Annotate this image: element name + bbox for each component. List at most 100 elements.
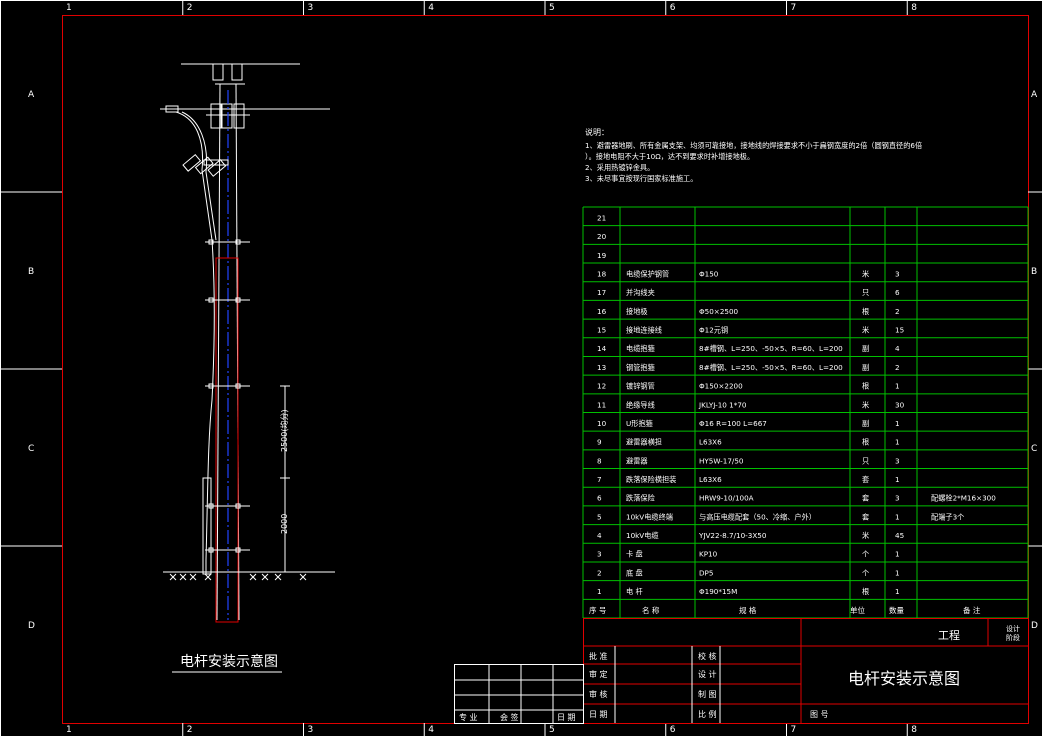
bom-cell-no: 15 — [597, 326, 606, 335]
bom-cell-no: 13 — [597, 363, 606, 372]
bom-header-no: 序 号 — [589, 605, 606, 615]
bom-cell-spec: HRW9-10/100A — [699, 494, 754, 503]
bom-cell-unit: 个 — [862, 568, 869, 577]
elevation-caption: 电杆安装示意图 — [180, 653, 278, 670]
bom-cell-name: U形抱箍 — [626, 419, 653, 428]
bom-cell-unit: 米 — [862, 531, 869, 540]
border-column-label: 6 — [670, 3, 676, 13]
border-row-label: D — [1031, 621, 1038, 631]
bom-cell-qty: 1 — [895, 419, 900, 428]
border-column-label: 8 — [911, 3, 917, 13]
border-row-label: D — [28, 621, 35, 631]
bom-cell-name: 跌落保险 — [626, 494, 656, 503]
bom-cell-no: 6 — [597, 494, 602, 503]
bom-cell-no: 17 — [597, 288, 606, 297]
border-row-label: C — [28, 444, 34, 454]
bom-row: 19 — [597, 251, 607, 260]
bom-header-remark: 备 注 — [963, 605, 981, 615]
ground-hatch — [274, 573, 282, 581]
bom-header-name: 名 称 — [642, 605, 660, 615]
drawing-number-label: 图 号 — [810, 710, 829, 719]
steel-pipe — [215, 257, 239, 623]
border-column-label: 1 — [66, 3, 72, 13]
bom-cell-qty: 1 — [895, 438, 900, 447]
bom-cell-unit: 个 — [862, 550, 869, 559]
border-column-label: 1 — [66, 725, 72, 735]
cable-terminal-icon — [165, 105, 179, 113]
ground-hatch — [299, 573, 307, 581]
bom-cell-spec: 8#槽钢、L=250、-50×5、R=60、L=200 — [699, 363, 843, 372]
bom-cell-no: 19 — [597, 251, 607, 260]
bom-cell-spec: YJV22-8.7/10-3X50 — [698, 531, 767, 540]
bom-cell-no: 16 — [597, 307, 607, 316]
bom-cell-spec: Φ150×2200 — [699, 382, 743, 391]
bom-header-qty: 数量 — [889, 605, 904, 615]
scale-label: 比 例 — [698, 709, 717, 719]
notes-line-3: 2、采用热镀锌金具。 — [585, 163, 654, 172]
bom-cell-unit: 米 — [862, 269, 869, 278]
sign-major-label: 专 业 — [459, 712, 478, 722]
bom-cell-qty: 2 — [895, 307, 900, 316]
bom-cell-qty: 3 — [895, 269, 900, 278]
pole-clamp — [205, 297, 250, 303]
design-stage-label: 设计阶段 — [1006, 624, 1020, 642]
bom-cell-no: 18 — [597, 269, 607, 278]
ground-hatch — [249, 573, 257, 581]
cable-protection-pipe — [202, 477, 212, 575]
bom-cell-name: 钢管抱箍 — [626, 363, 655, 372]
bom-cell-name: 绝缘导线 — [626, 400, 655, 409]
draw-label: 制 图 — [698, 689, 717, 699]
bom-cell-unit: 根 — [862, 438, 869, 447]
bom-cell-unit: 只 — [862, 456, 869, 465]
bom-cell-no: 5 — [597, 512, 602, 521]
project-label: 工程 — [938, 629, 960, 642]
ground-hatch — [189, 573, 197, 581]
bom-cell-unit: 副 — [862, 363, 869, 372]
bom-cell-spec: JKLYJ-10 1*70 — [698, 400, 747, 409]
bom-cell-qty: 1 — [895, 587, 900, 596]
bom-cell-qty: 1 — [895, 568, 900, 577]
bom-cell-no: 20 — [597, 232, 607, 241]
notes-heading: 说明： — [585, 127, 609, 137]
bom-header: 序 号名 称规 格单位数量备 注 — [589, 605, 981, 615]
border-row-label: B — [1031, 267, 1037, 277]
bom-cell-qty: 1 — [895, 550, 900, 559]
bom-cell-qty: 6 — [895, 288, 900, 297]
bom-cell-unit: 根 — [862, 382, 869, 391]
bom-cell-no: 3 — [597, 550, 602, 559]
title-block: 工程 设计阶段 电杆安装示意图 批 准 审 定 审 核 日 期 校 核 设 计 … — [583, 618, 1029, 724]
bom-cell-name: 电 杆 — [626, 587, 643, 596]
border-column-label: 8 — [911, 725, 917, 735]
bom-cell-unit: 米 — [862, 400, 869, 409]
audit-label: 审 核 — [589, 689, 608, 699]
bom-cell-spec: KP10 — [699, 550, 718, 559]
bom-cell-no: 14 — [597, 344, 607, 353]
border-row-label: B — [28, 267, 34, 277]
bom-cell-name: 10kV电缆终端 — [626, 512, 673, 521]
bom-cell-spec: Φ16 R=100 L=667 — [699, 419, 767, 428]
bom-cell-no: 11 — [597, 400, 606, 409]
bom-cell-name: 电缆抱箍 — [626, 344, 655, 353]
bom-row: 3 卡 盘 KP10 个 1 — [597, 550, 900, 559]
bom-cell-unit: 副 — [862, 419, 869, 428]
notes-block: 说明： 1、避雷器地刷、所有金属支架、均须可靠接地，接地线的焊接要求不小于扁钢宽… — [585, 127, 922, 183]
bom-cell-name: 电缆保护钢管 — [626, 269, 669, 278]
bom-row: 20 — [597, 232, 607, 241]
bom-cell-no: 8 — [597, 456, 602, 465]
ground-hatch — [261, 573, 269, 581]
bom-cell-name: 卡 盘 — [626, 550, 643, 559]
border-column-label: 4 — [428, 3, 434, 13]
bom-cell-spec: Φ12元钢 — [699, 326, 728, 335]
bom-cell-unit: 套 — [862, 512, 869, 521]
border-column-label: 2 — [187, 725, 193, 735]
power-cable — [175, 111, 215, 575]
pole-clamp — [205, 239, 250, 245]
bom-header-spec: 规 格 — [739, 605, 757, 615]
